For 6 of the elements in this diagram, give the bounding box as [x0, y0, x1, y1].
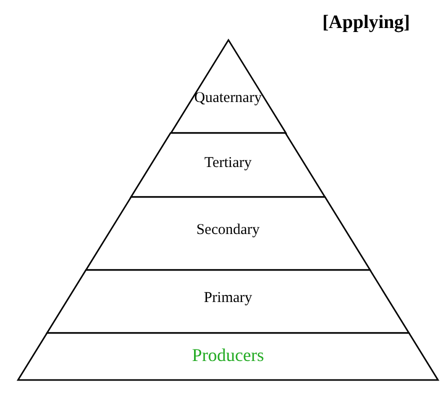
level-label: Producers: [191, 345, 265, 366]
level-label: Secondary: [195, 222, 261, 239]
level-label: Primary: [202, 290, 254, 307]
level-label: Quaternary: [193, 90, 263, 107]
level-label: Tertiary: [203, 155, 253, 172]
level-tag: [Applying]: [322, 12, 410, 34]
